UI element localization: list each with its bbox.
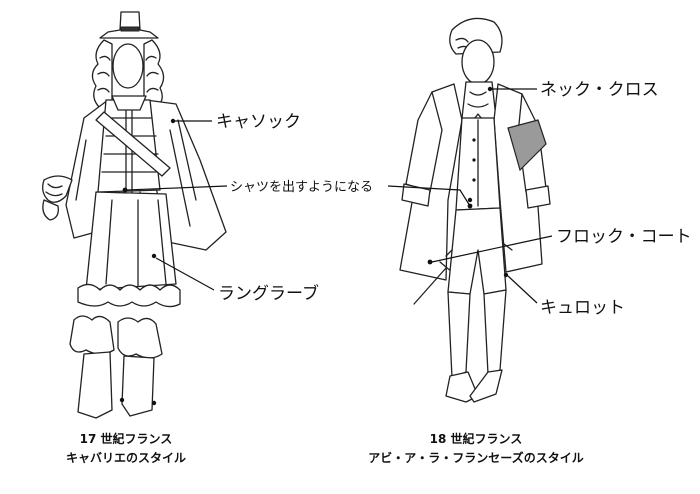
- knee-canon-left: [69, 315, 115, 355]
- label-cassock: キャソック: [216, 112, 301, 132]
- cavalier-figure: [42, 11, 227, 419]
- gentleman-face: [461, 39, 495, 85]
- hat-band: [120, 26, 140, 32]
- frockcoat-leader: [431, 235, 553, 263]
- cassock-pointer-dot: [170, 118, 176, 124]
- label-rhingrave: ラングラーブ: [218, 283, 319, 304]
- cuff-right: [525, 185, 551, 209]
- caption-left-line2: キャバリエのスタイル: [66, 451, 186, 465]
- leader-lines: [122, 86, 553, 304]
- rhingrave-leader: [155, 257, 215, 291]
- cavalier-sash: [95, 111, 171, 177]
- label-neckcloth: ネック・クロス: [540, 80, 659, 100]
- label-frockcoat: フロック・コート: [556, 227, 692, 247]
- culotte-pointer-dot: [503, 272, 509, 278]
- cavalier-hand: [42, 199, 59, 221]
- neckcloth-pointer-dot: [487, 86, 493, 92]
- habit-francaise-figure: [399, 17, 551, 403]
- caption-right-line1: 18 世紀フランス: [430, 431, 523, 446]
- cavalier-cuff: [42, 175, 73, 203]
- shoe-right: [469, 369, 503, 403]
- stocking-left: [447, 291, 471, 379]
- stocking-right: [483, 289, 507, 375]
- shirt-leader-right: [387, 185, 471, 207]
- rhingrave-breeches: [85, 191, 177, 291]
- culotte-leader: [507, 275, 538, 304]
- label-culotte: キュロット: [540, 298, 625, 318]
- rhingrave-ruffle: [77, 283, 181, 308]
- cavalier-wig: [91, 39, 113, 109]
- cavalier-hat: [99, 11, 159, 39]
- boot-left: [77, 351, 113, 419]
- cavalier-face: [112, 43, 144, 89]
- knee-canon-right: [117, 317, 163, 359]
- shirt-leader-left: [124, 185, 228, 191]
- cavalier-collar: [111, 95, 147, 111]
- frockcoat-pointer-dot: [427, 259, 433, 265]
- caption-right-line2: アビ・ア・ラ・フランセーズのスタイル: [368, 450, 583, 465]
- tricorne-hat: [507, 119, 547, 172]
- caption-left-line1: 17 世紀フランス: [80, 431, 173, 446]
- label-shirt: シャツを出すようになる: [230, 180, 373, 195]
- culotte-breeches: [447, 207, 507, 295]
- boot-right: [121, 355, 155, 417]
- rhingrave-pointer-dot: [151, 253, 157, 259]
